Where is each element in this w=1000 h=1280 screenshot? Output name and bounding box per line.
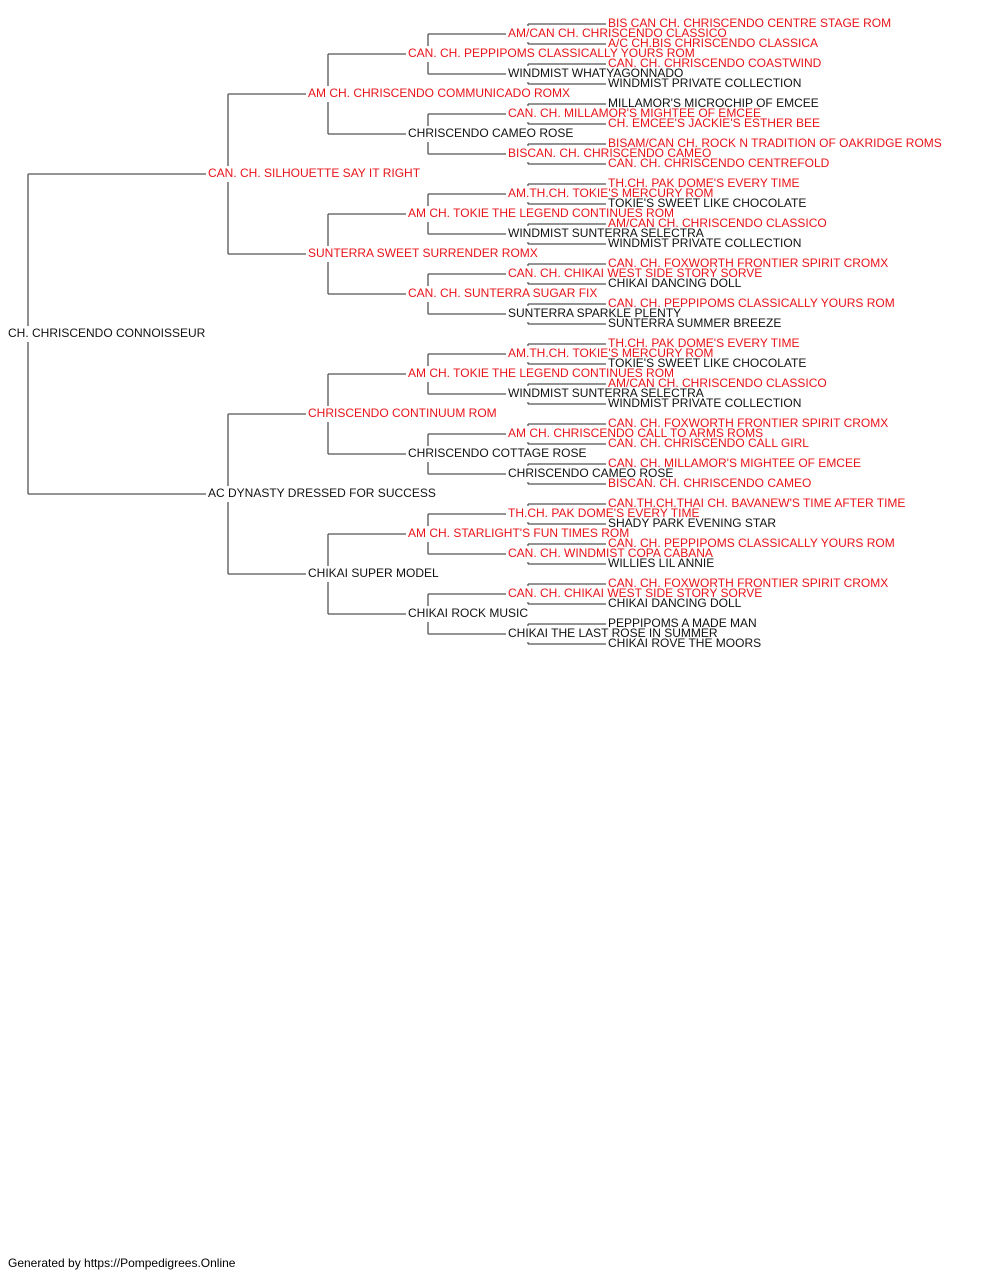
sire-name-gen4: CAN. CH. MILLAMOR'S MIGHTEE OF EMCEE: [508, 106, 761, 120]
dam-name-gen1: AC DYNASTY DRESSED FOR SUCCESS: [208, 486, 436, 500]
dam-name-gen5: WILLIES LIL ANNIE: [608, 556, 714, 570]
sire-name-gen4: TH.CH. PAK DOME'S EVERY TIME: [508, 506, 699, 520]
sire-name-gen4: AM.TH.CH. TOKIE'S MERCURY ROM: [508, 346, 713, 360]
sire-name-gen5: TH.CH. PAK DOME'S EVERY TIME: [608, 336, 799, 350]
dam-name-gen4: SUNTERRA SPARKLE PLENTY: [508, 306, 681, 320]
dam-name-gen3: CHRISCENDO COTTAGE ROSE: [408, 446, 586, 460]
sire-name-gen5: CAN. CH. PEPPIPOMS CLASSICALLY YOURS ROM: [608, 536, 895, 550]
sire-name-gen5: CAN. CH. CHRISCENDO COASTWIND: [608, 56, 822, 70]
dam-name-gen4: WINDMIST WHATYAGONNADO: [508, 66, 683, 80]
dam-name-gen5: CAN. CH. CHRISCENDO CENTREFOLD: [608, 156, 830, 170]
sire-name-gen4: AM/CAN CH. CHRISCENDO CLASSICO: [508, 26, 727, 40]
dam-name-gen5: SHADY PARK EVENING STAR: [608, 516, 776, 530]
dam-name-gen4: BISCAN. CH. CHRISCENDO CAMEO: [508, 146, 711, 160]
dam-name-gen5: WINDMIST PRIVATE COLLECTION: [608, 236, 801, 250]
sire-name-gen5: CAN. CH. PEPPIPOMS CLASSICALLY YOURS ROM: [608, 296, 895, 310]
dam-name-gen4: CHIKAI THE LAST ROSE IN SUMMER: [508, 626, 718, 640]
sire-name-gen3: AM CH. TOKIE THE LEGEND CONTINUES ROM: [408, 206, 674, 220]
sire-name-gen5: BIS CAN CH. CHRISCENDO CENTRE STAGE ROM: [608, 16, 891, 30]
sire-name-gen5: BISAM/CAN CH. ROCK N TRADITION OF OAKRID…: [608, 136, 942, 150]
dam-name-gen4: CHRISCENDO CAMEO ROSE: [508, 466, 673, 480]
sire-name-gen1: CAN. CH. SILHOUETTE SAY IT RIGHT: [208, 166, 421, 180]
dam-name-gen5: BISCAN. CH. CHRISCENDO CAMEO: [608, 476, 811, 490]
sire-name-gen5: CAN. CH. MILLAMOR'S MIGHTEE OF EMCEE: [608, 456, 861, 470]
dam-name-gen5: CH. EMCEE'S JACKIE'S ESTHER BEE: [608, 116, 820, 130]
dam-name-gen3: CHIKAI ROCK MUSIC: [408, 606, 528, 620]
dam-name-gen5: TOKIE'S SWEET LIKE CHOCOLATE: [608, 356, 806, 370]
sire-name-gen5: CAN.TH.CH.THAI CH. BAVANEW'S TIME AFTER …: [608, 496, 905, 510]
sire-name-gen5: PEPPIPOMS A MADE MAN: [608, 616, 757, 630]
sire-name-gen5: CAN. CH. FOXWORTH FRONTIER SPIRIT CROMX: [608, 416, 888, 430]
sire-name-gen3: AM CH. STARLIGHT'S FUN TIMES ROM: [408, 526, 629, 540]
sire-name-gen4: CAN. CH. CHIKAI WEST SIDE STORY SORVE: [508, 266, 762, 280]
sire-name-gen2: CHRISCENDO CONTINUUM ROM: [308, 406, 497, 420]
subject-dog-name: CH. CHRISCENDO CONNOISSEUR: [8, 326, 206, 340]
sire-name-gen5: CAN. CH. FOXWORTH FRONTIER SPIRIT CROMX: [608, 256, 888, 270]
sire-name-gen5: AM/CAN CH. CHRISCENDO CLASSICO: [608, 376, 827, 390]
dam-name-gen5: CHIKAI DANCING DOLL: [608, 276, 742, 290]
dam-name-gen2: SUNTERRA SWEET SURRENDER ROMX: [308, 246, 538, 260]
dam-name-gen5: CAN. CH. CHRISCENDO CALL GIRL: [608, 436, 809, 450]
dam-name-gen2: CHIKAI SUPER MODEL: [308, 566, 439, 580]
sire-name-gen2: AM CH. CHRISCENDO COMMUNICADO ROMX: [308, 86, 570, 100]
sire-name-gen4: AM.TH.CH. TOKIE'S MERCURY ROM: [508, 186, 713, 200]
dam-name-gen5: WINDMIST PRIVATE COLLECTION: [608, 76, 801, 90]
dam-name-gen4: CAN. CH. WINDMIST COPA CABANA: [508, 546, 713, 560]
sire-name-gen3: AM CH. TOKIE THE LEGEND CONTINUES ROM: [408, 366, 674, 380]
sire-name-gen5: CAN. CH. FOXWORTH FRONTIER SPIRIT CROMX: [608, 576, 888, 590]
dam-name-gen4: WINDMIST SUNTERRA SELECTRA: [508, 386, 704, 400]
dam-name-gen3: CHRISCENDO CAMEO ROSE: [408, 126, 573, 140]
dam-name-gen5: WINDMIST PRIVATE COLLECTION: [608, 396, 801, 410]
sire-name-gen5: MILLAMOR'S MICROCHIP OF EMCEE: [608, 96, 819, 110]
dam-name-gen4: WINDMIST SUNTERRA SELECTRA: [508, 226, 704, 240]
footer-credit: Generated by https://Pompedigrees.Online: [8, 1256, 236, 1270]
dam-name-gen5: TOKIE'S SWEET LIKE CHOCOLATE: [608, 196, 806, 210]
sire-name-gen5: TH.CH. PAK DOME'S EVERY TIME: [608, 176, 799, 190]
sire-name-gen5: AM/CAN CH. CHRISCENDO CLASSICO: [608, 216, 827, 230]
dam-name-gen5: CHIKAI ROVE THE MOORS: [608, 636, 761, 650]
dam-name-gen3: CAN. CH. SUNTERRA SUGAR FIX: [408, 286, 597, 300]
sire-name-gen3: CAN. CH. PEPPIPOMS CLASSICALLY YOURS ROM: [408, 46, 695, 60]
sire-name-gen4: AM CH. CHRISCENDO CALL TO ARMS ROMS: [508, 426, 763, 440]
dam-name-gen5: A/C CH.BIS CHRISCENDO CLASSICA: [608, 36, 818, 50]
sire-name-gen4: CAN. CH. CHIKAI WEST SIDE STORY SORVE: [508, 586, 762, 600]
dam-name-gen5: SUNTERRA SUMMER BREEZE: [608, 316, 781, 330]
dam-name-gen5: CHIKAI DANCING DOLL: [608, 596, 742, 610]
